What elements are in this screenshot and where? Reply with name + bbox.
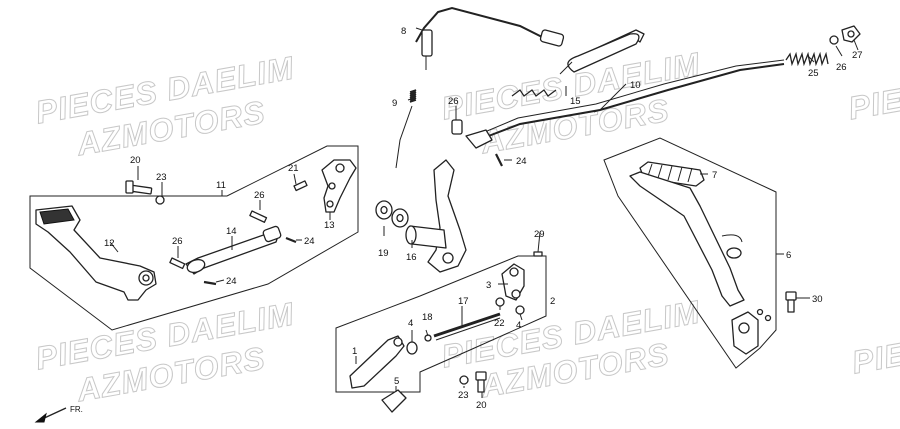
- callout-25: 25: [808, 68, 819, 79]
- callout-8: 8: [401, 26, 406, 37]
- callout-20: 20: [130, 155, 141, 166]
- spring-25: [785, 51, 829, 67]
- callout-24: 24: [226, 276, 237, 287]
- callout-22: 22: [494, 318, 505, 329]
- brake-pedal-12: [35, 205, 157, 301]
- adjust-nut-26: [829, 35, 839, 45]
- kick-arm-6: [629, 171, 745, 307]
- callout-10: 10: [630, 80, 641, 91]
- brake-cable-10: [465, 59, 785, 149]
- callout-18: 18: [422, 312, 433, 323]
- kick-shaft-joint: [731, 311, 759, 355]
- spring-9: [395, 89, 417, 169]
- callout-4: 4: [408, 318, 413, 329]
- callout-27: 27: [852, 50, 863, 61]
- callout-3: 3: [486, 280, 491, 291]
- callout-24: 24: [516, 156, 527, 167]
- nut-4-left: [406, 341, 418, 355]
- callout-11: 11: [216, 180, 226, 191]
- callout-26: 26: [448, 96, 459, 107]
- callout-9: 9: [392, 98, 397, 109]
- callout-19: 19: [378, 248, 389, 259]
- small-spring: [764, 314, 772, 322]
- callout-5: 5: [394, 376, 399, 387]
- callout-20: 20: [476, 400, 487, 411]
- pin-26-center: [451, 119, 463, 135]
- callout-30: 30: [812, 294, 823, 305]
- callout-23: 23: [156, 172, 167, 183]
- shift-rod-17: [433, 312, 501, 341]
- callout-17: 17: [458, 296, 469, 307]
- callout-26: 26: [836, 62, 847, 73]
- callout-26: 26: [172, 236, 183, 247]
- brake-arm-13: [321, 159, 357, 213]
- sleeve-15: [511, 29, 645, 97]
- callout-1: 1: [352, 346, 357, 357]
- cotter-pin-24-a: [285, 236, 297, 244]
- cotter-pin-24-b: [203, 280, 217, 286]
- shift-pedal-1: [349, 335, 405, 389]
- pin-26-a: [249, 210, 268, 223]
- callout-16: 16: [406, 252, 417, 263]
- callout-26: 26: [254, 190, 265, 201]
- shift-rubber-5: [381, 389, 407, 413]
- kick-grip-7: [639, 161, 705, 187]
- cotter-pin-24-c: [495, 153, 503, 167]
- front-direction-arrow-icon: [34, 407, 67, 423]
- nut-22: [495, 297, 505, 307]
- gearshift-spindle-16: [405, 159, 467, 273]
- callout-12: 12: [104, 238, 115, 249]
- bolt-20-bottom: [475, 371, 487, 393]
- callout-2: 2: [550, 296, 555, 307]
- callout-14: 14: [226, 226, 237, 237]
- shift-lever-group-frame: [335, 255, 547, 393]
- bolt-30: [785, 291, 797, 313]
- small-ball: [756, 308, 764, 316]
- washer-23-bottom: [459, 375, 469, 385]
- callout-23: 23: [458, 390, 469, 401]
- bolt-20-left: [125, 180, 153, 195]
- pin-26-b: [169, 257, 186, 270]
- bolt-21: [293, 180, 308, 192]
- callout-24: 24: [304, 236, 315, 247]
- washer-19: [375, 200, 409, 228]
- callout-15: 15: [570, 96, 581, 107]
- nut-4-right: [515, 305, 525, 315]
- joint-27: [841, 25, 861, 43]
- callout-29: 29: [534, 229, 545, 240]
- callout-21: 21: [288, 163, 299, 174]
- shift-arm-3: [501, 263, 525, 301]
- front-direction-label: FR.: [70, 405, 83, 414]
- washer-23-left: [155, 195, 165, 205]
- callout-13: 13: [324, 220, 335, 231]
- callout-4: 4: [516, 320, 521, 331]
- brake-rod-14: [185, 225, 282, 275]
- bolt-29: [533, 251, 543, 257]
- brake-switch-cable-8: [415, 6, 565, 70]
- callout-6: 6: [786, 250, 791, 261]
- kick-starter-group-frame: [603, 137, 777, 369]
- callout-7: 7: [712, 170, 717, 181]
- leader-lines: [109, 27, 859, 398]
- brake-pedal-group-frame: [29, 145, 359, 331]
